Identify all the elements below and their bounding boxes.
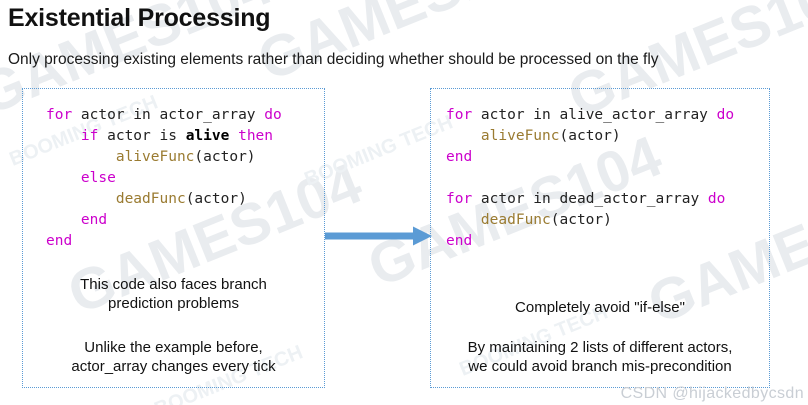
code-token: end [46, 233, 73, 249]
right-note-2-line-2: we could avoid branch mis-precondition [468, 358, 732, 375]
csdn-watermark: CSDN @hijackedbycsdn [620, 385, 804, 402]
code-token: end [446, 233, 473, 249]
code-token: for [446, 191, 473, 207]
code-token: do [716, 107, 735, 123]
code-line [446, 168, 734, 189]
right-note-two-lists: By maintaining 2 lists of different acto… [436, 338, 764, 376]
code-line: end [46, 231, 282, 252]
code-token [229, 128, 238, 144]
code-token: deadFunc [480, 212, 551, 228]
code-token: do [707, 191, 726, 207]
code-token: actor is [98, 128, 186, 144]
code-token: end [80, 212, 108, 228]
left-panel [22, 88, 325, 388]
code-token: (actor) [559, 128, 621, 144]
page-subtitle: Only processing existing elements rather… [8, 51, 659, 68]
code-token: (actor) [550, 212, 612, 228]
left-note-2-line-1: Unlike the example before, [84, 339, 263, 356]
code-token: actor in alive_actor_array [472, 107, 717, 123]
code-token: actor in actor_array [72, 107, 265, 123]
code-token: end [446, 149, 473, 165]
code-token: (actor) [185, 191, 247, 207]
code-line: end [446, 231, 734, 252]
code-token: aliveFunc [480, 128, 560, 144]
code-token: alive [185, 128, 230, 144]
right-note-1-line-1: Completely avoid "if-else" [515, 299, 685, 316]
code-line: if actor is alive then [46, 126, 282, 147]
left-note-branch-prediction: This code also faces branch prediction p… [32, 275, 315, 313]
code-line: for actor in dead_actor_array do [446, 189, 734, 210]
arrow-icon [325, 226, 432, 246]
right-note-avoid-if-else: Completely avoid "if-else" [440, 298, 760, 317]
right-panel [430, 88, 770, 388]
page-title: Existential Processing [8, 4, 271, 32]
code-line: for actor in actor_array do [46, 105, 282, 126]
left-note-1-line-1: This code also faces branch [80, 276, 267, 293]
code-line: deadFunc(actor) [446, 210, 734, 231]
right-code-block: for actor in alive_actor_array do aliveF… [446, 105, 734, 252]
code-token: do [264, 107, 282, 123]
code-token: else [80, 170, 116, 186]
left-note-1-line-2: prediction problems [108, 295, 239, 312]
code-token: then [238, 128, 274, 144]
left-note-actor-array: Unlike the example before, actor_array c… [25, 338, 322, 376]
left-code-block: for actor in actor_array do if actor is … [46, 105, 282, 252]
code-token: actor in dead_actor_array [472, 191, 708, 207]
code-line: for actor in alive_actor_array do [446, 105, 734, 126]
code-token: deadFunc [115, 191, 186, 207]
right-note-2-line-1: By maintaining 2 lists of different acto… [467, 339, 733, 356]
code-line: aliveFunc(actor) [46, 147, 282, 168]
code-line: else [46, 168, 282, 189]
code-token: for [446, 107, 473, 123]
code-line: end [446, 147, 734, 168]
code-line: aliveFunc(actor) [446, 126, 734, 147]
code-token: (actor) [194, 149, 256, 165]
code-token: if [80, 128, 99, 144]
code-token: for [46, 107, 73, 123]
code-line: end [46, 210, 282, 231]
code-token: aliveFunc [115, 149, 195, 165]
left-note-2-line-2: actor_array changes every tick [71, 358, 276, 375]
code-line: deadFunc(actor) [46, 189, 282, 210]
transform-arrow [325, 225, 433, 247]
watermark-games104: GAMES104 [249, 0, 561, 94]
